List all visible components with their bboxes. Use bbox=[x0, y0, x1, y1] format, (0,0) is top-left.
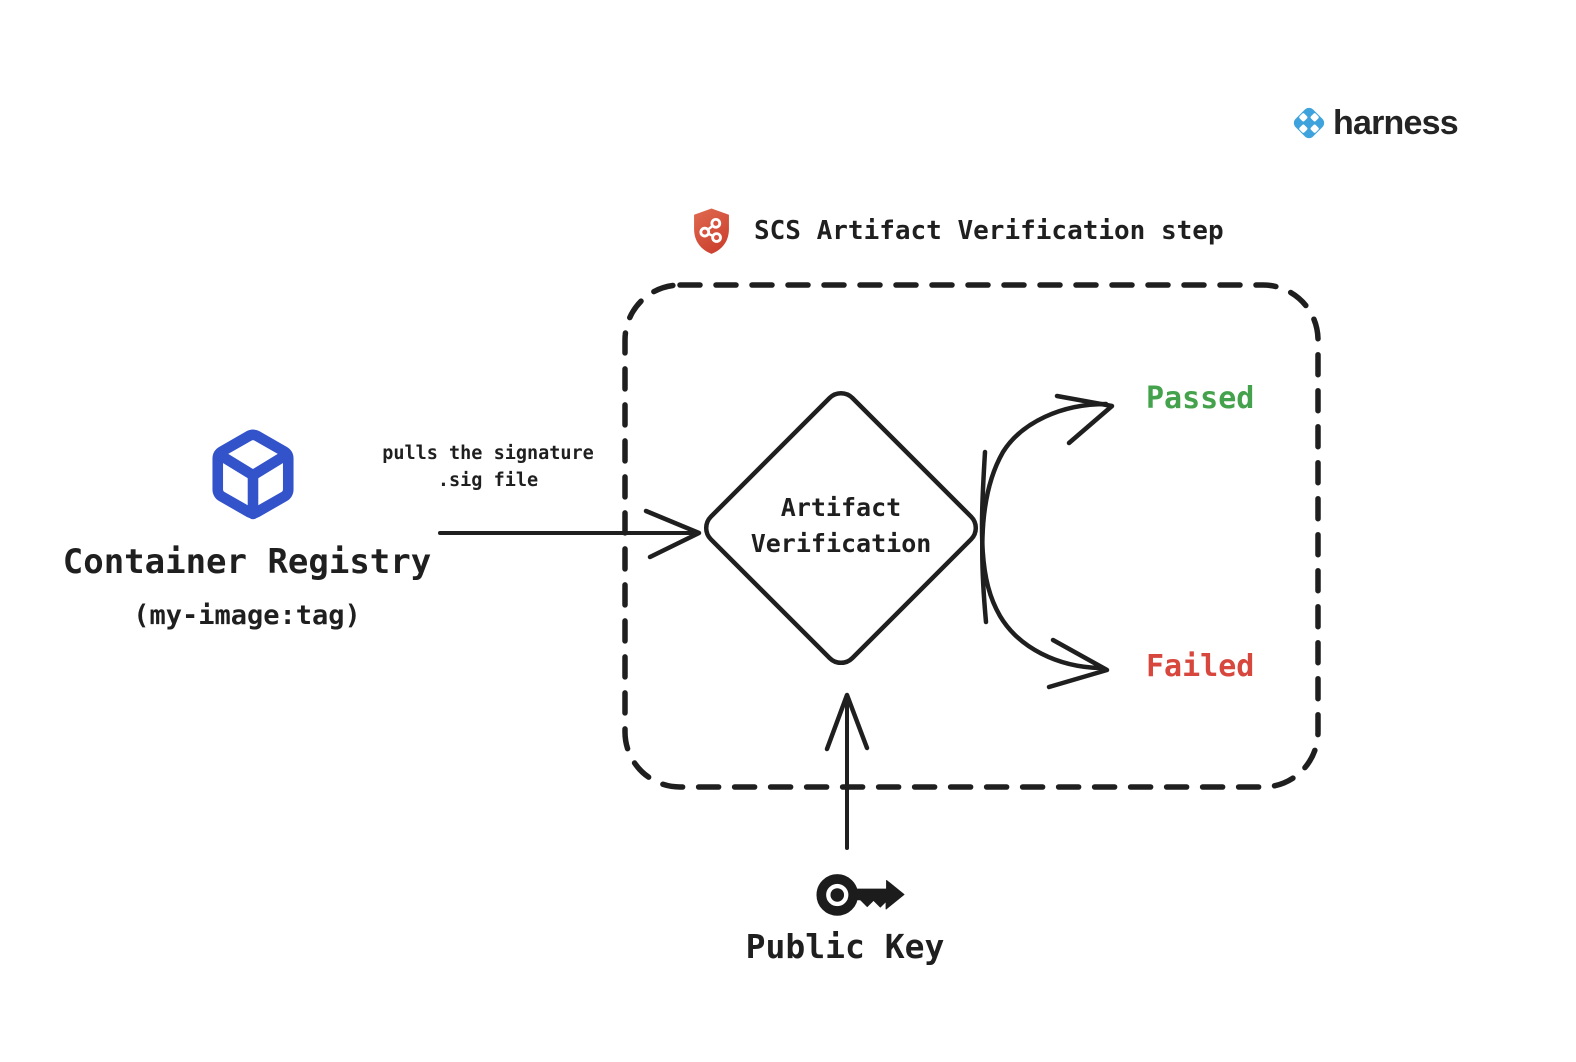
step-boundary-dashed-box bbox=[622, 282, 1321, 790]
decision-label-line1: Artifact bbox=[780, 493, 902, 522]
failed-arrow bbox=[979, 449, 1110, 690]
decision-diamond-shape bbox=[703, 390, 979, 666]
public-key-arrow bbox=[824, 692, 870, 850]
harness-logo: harness bbox=[1288, 102, 1459, 144]
decision-label-line2: Verification bbox=[750, 529, 932, 558]
image-tag-label: (my-image:tag) bbox=[133, 600, 361, 631]
step-title-row: SCS Artifact Verification step bbox=[689, 206, 1224, 256]
harness-mark-icon bbox=[1293, 107, 1325, 139]
container-registry-label: Container Registry bbox=[62, 542, 432, 582]
pull-edge-label-line2: .sig file bbox=[437, 470, 539, 491]
step-title: SCS Artifact Verification step bbox=[754, 216, 1224, 246]
passed-arrow bbox=[979, 393, 1115, 625]
failed-outcome-label: Failed bbox=[1146, 649, 1255, 684]
pull-edge-label: pulls the signature .sig file bbox=[363, 440, 613, 494]
pull-edge-label-line1: pulls the signature bbox=[382, 443, 594, 464]
decision-label: Artifact Verification bbox=[741, 490, 941, 562]
harness-logo-text: harness bbox=[1333, 104, 1459, 142]
public-key-label: Public Key bbox=[745, 927, 945, 966]
pull-arrow bbox=[438, 508, 702, 560]
key-icon bbox=[816, 874, 905, 916]
cube-icon bbox=[212, 429, 294, 520]
passed-outcome-label: Passed bbox=[1146, 381, 1255, 416]
shield-network-icon bbox=[694, 208, 729, 254]
